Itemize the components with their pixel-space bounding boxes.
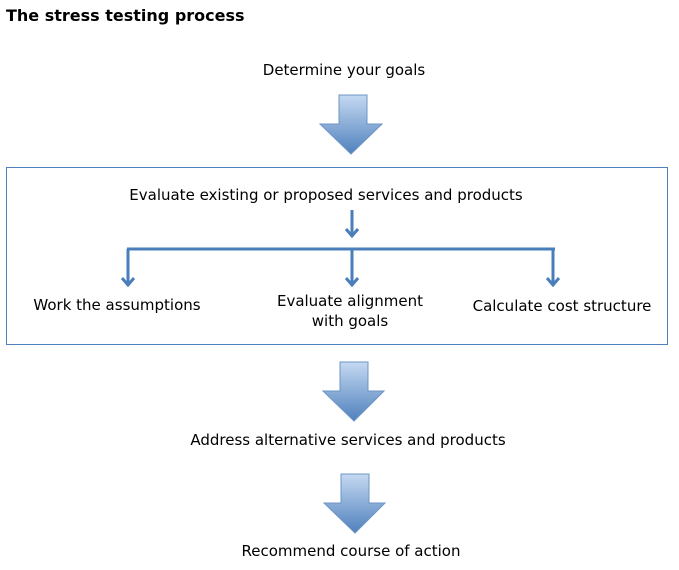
evaluation-group-box (6, 167, 668, 345)
substep-evaluate-alignment-line2: with goals (311, 312, 389, 330)
connector-evaluate-arrowhead (344, 228, 360, 239)
substep-calculate-cost: Calculate cost structure (472, 297, 652, 315)
big-arrow-down-3 (322, 473, 387, 534)
diagram-title: The stress testing process (6, 6, 245, 25)
connector-branch-left-arrowhead (120, 277, 136, 288)
big-arrow-down-2 (321, 361, 386, 422)
connector-branch-right-arrowhead (545, 277, 561, 288)
step-determine-goals: Determine your goals (262, 61, 426, 79)
step-recommend-action: Recommend course of action (241, 542, 461, 560)
substep-evaluate-alignment: Evaluate alignment with goals (277, 291, 423, 331)
step-address-alternatives: Address alternative services and product… (190, 431, 506, 449)
substep-work-assumptions: Work the assumptions (33, 296, 201, 314)
big-arrow-down-1 (318, 94, 384, 155)
step-evaluate-services: Evaluate existing or proposed services a… (129, 186, 523, 204)
substep-evaluate-alignment-line1: Evaluate alignment (276, 292, 424, 310)
connector-branch-middle-arrowhead (344, 277, 360, 288)
